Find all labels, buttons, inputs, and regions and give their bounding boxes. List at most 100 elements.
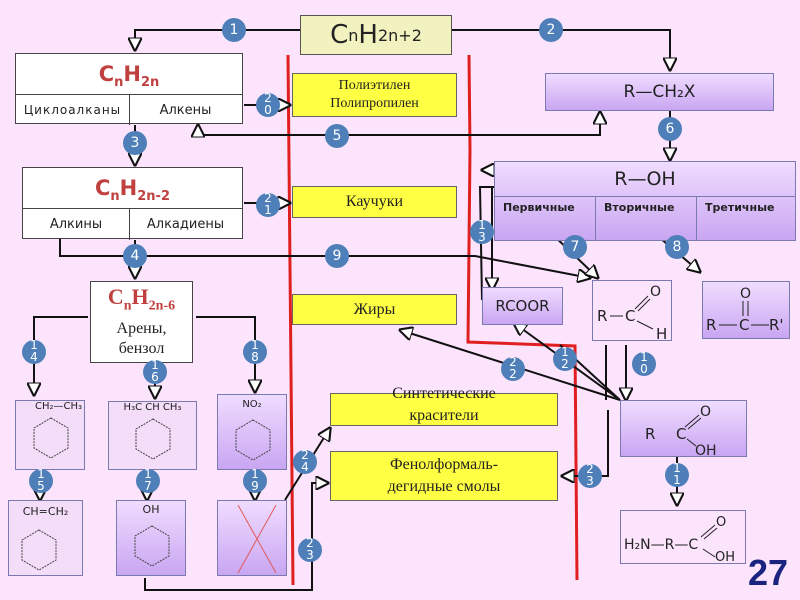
aldehyde-structure: R C O H xyxy=(597,284,667,342)
alkane-sub-2n2: 2n+2 xyxy=(377,25,422,45)
styrene-box: CH=CH₂ xyxy=(8,500,83,576)
benzene-ring-icon xyxy=(134,525,170,567)
arenes-label-1: Арены, xyxy=(116,320,167,338)
svg-text:H: H xyxy=(656,325,667,342)
badge-1: 1 xyxy=(222,18,246,42)
svg-text:R: R xyxy=(645,425,655,443)
ketone-box: O R C R' xyxy=(702,281,790,339)
cumene-substituent: H₃C CH CH₃ xyxy=(123,402,182,413)
ketone-structure: O R C R' xyxy=(706,286,784,334)
alcohol-formula: R—OH xyxy=(495,162,795,197)
page-number: 27 xyxy=(747,552,788,593)
nitrobenzene-substituent: NO₂ xyxy=(242,399,262,410)
svg-text:O: O xyxy=(700,404,711,420)
rubbers-box: Каучуки xyxy=(292,186,457,218)
acid-structure: R C O OH xyxy=(645,404,717,458)
badge-6: 6 xyxy=(658,117,682,141)
alkadienes-cell: Алкадиены xyxy=(129,208,242,240)
svg-text:R': R' xyxy=(769,316,784,334)
resins-box: Фенолформаль- дегидные смолы xyxy=(330,451,558,501)
arenes-label-2: бензол xyxy=(118,340,165,358)
ethylbenzene-box: CH₂—CH₃ xyxy=(15,400,85,470)
cnh2n2-formula: CnH2n-2 xyxy=(94,176,170,205)
haloalkane-box: R—CH₂X xyxy=(545,73,774,111)
acid-box: R C O OH xyxy=(620,400,747,458)
alkynes-cell: Алкины xyxy=(23,208,130,240)
alkenes-cell: Алкены xyxy=(129,94,242,125)
svg-text:O: O xyxy=(716,515,726,530)
ester-box: RCOOR xyxy=(482,287,563,325)
svg-text:O: O xyxy=(740,286,751,302)
svg-text:C: C xyxy=(739,316,749,334)
badge-5: 5 xyxy=(325,124,349,148)
alkane-sub-n: n xyxy=(348,25,359,45)
dyes-box: Синтетические красители xyxy=(330,385,558,426)
svg-text:OH: OH xyxy=(695,443,717,458)
ethylbenzene-substituent: CH₂—CH₃ xyxy=(34,401,82,412)
benzene-ring-icon xyxy=(235,419,271,461)
polymers-box: Полиэтилен Полипропилен xyxy=(292,73,457,117)
benzene-ring-icon xyxy=(21,529,57,571)
svg-text:OH: OH xyxy=(715,550,735,565)
svg-text:O: O xyxy=(650,284,661,300)
aldehyde-box: R C O H xyxy=(592,280,672,342)
tertiary-alcohol-cell: Третичные xyxy=(705,201,775,214)
svg-text:C: C xyxy=(625,307,635,325)
alkane-formula-c: C xyxy=(330,20,349,50)
polyethylene-label: Полиэтилен xyxy=(338,78,411,93)
polypropylene-label: Полипропилен xyxy=(330,96,419,111)
cnh2n2-box: CnH2n-2 Алкины Алкадиены xyxy=(22,167,243,240)
badge-2: 2 xyxy=(539,18,563,42)
cnh2n-box: CnH2n Циклоалканы Алкены xyxy=(15,53,243,125)
alcohol-box: R—OH Первичные Вторичные Третичные xyxy=(494,161,796,241)
nitrobenzene-box: NO₂ xyxy=(217,394,287,470)
fats-box: Жиры xyxy=(292,294,457,325)
benzene-ring-icon xyxy=(135,418,171,460)
svg-text:H₂N—R—C: H₂N—R—C xyxy=(624,537,698,553)
cross-mark-icon xyxy=(237,504,277,574)
styrene-substituent: CH=CH₂ xyxy=(22,505,69,518)
dyes-label-1: Синтетические xyxy=(392,384,496,402)
aminoacid-box: H₂N—R—C O OH xyxy=(620,510,746,565)
cycloalkanes-cell: Циклоалканы xyxy=(16,94,130,125)
svg-text:R: R xyxy=(706,316,716,334)
badge-8: 8 xyxy=(665,235,689,259)
arenes-box: CnH2n-6 Арены, бензол xyxy=(90,281,193,363)
primary-alcohol-cell: Первичные xyxy=(495,197,596,241)
svg-text:C: C xyxy=(676,425,686,443)
cnh2n-formula: CnH2n xyxy=(98,62,160,91)
secondary-alcohol-cell: Вторичные xyxy=(596,197,697,241)
resins-label-2: дегидные смолы xyxy=(387,478,501,495)
crossed-out-box xyxy=(217,500,287,576)
svg-text:R: R xyxy=(597,307,607,325)
badge-4: 4 xyxy=(123,244,147,268)
phenol-substituent: OH xyxy=(142,503,160,516)
dyes-label-2: красители xyxy=(409,406,479,424)
alkane-formula-h: H xyxy=(358,20,378,50)
badge-9: 9 xyxy=(325,244,349,268)
badge-3: 3 xyxy=(123,131,147,155)
resins-label-1: Фенолформаль- xyxy=(389,456,499,473)
cumene-box: H₃C CH CH₃ xyxy=(108,401,197,470)
benzene-ring-icon xyxy=(33,417,69,459)
badge-7: 7 xyxy=(563,235,587,259)
aminoacid-structure: H₂N—R—C O OH xyxy=(624,515,735,565)
phenol-box: OH xyxy=(116,500,186,576)
arenes-formula: CnH2n-6 xyxy=(107,284,176,314)
